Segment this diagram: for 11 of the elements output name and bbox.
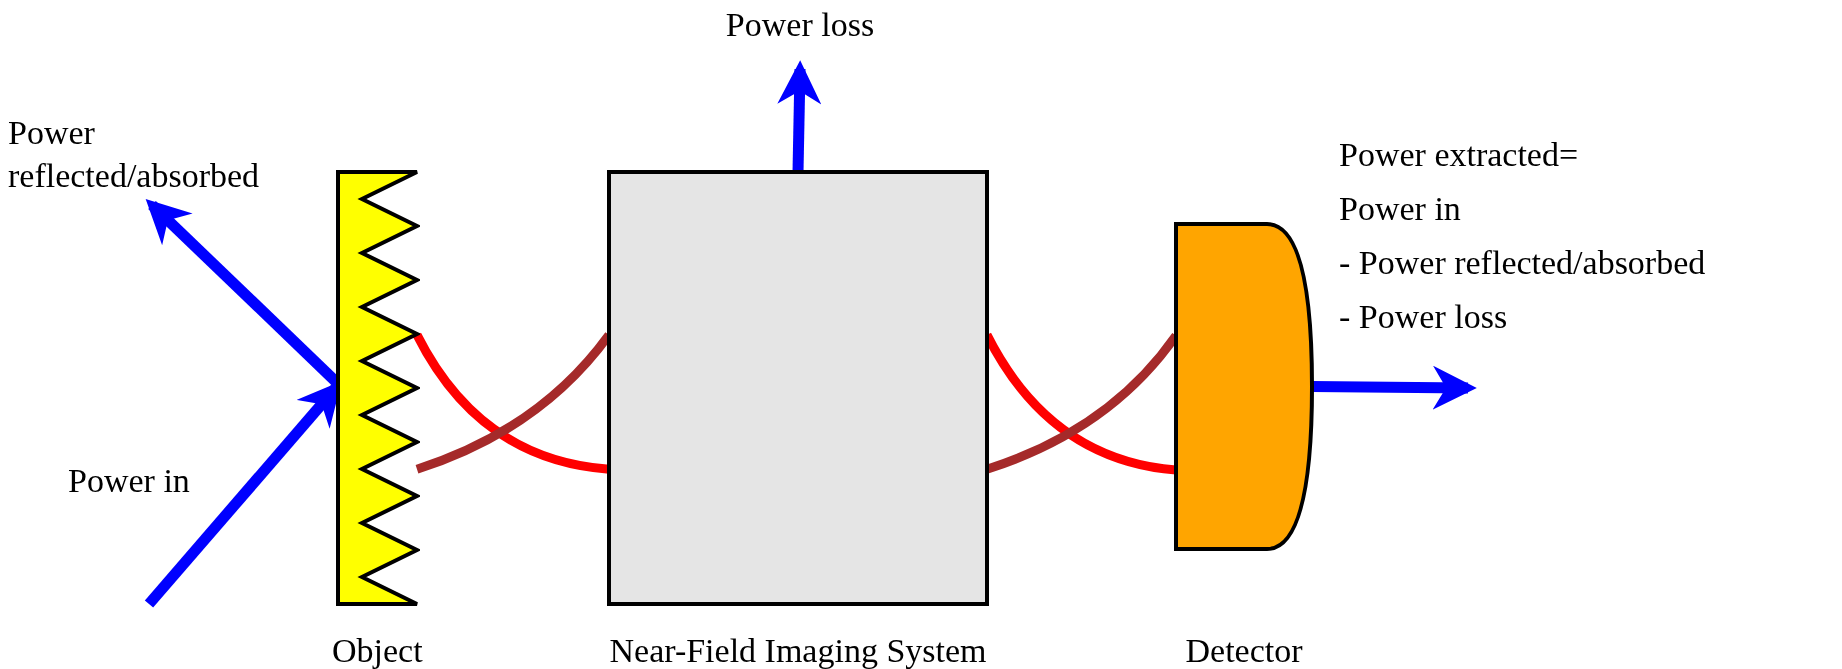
power-in-label: Power in: [68, 462, 190, 500]
formula-line: Power in: [1339, 190, 1461, 228]
object-label: Object: [332, 632, 423, 669]
formula-line: - Power reflected/absorbed: [1339, 244, 1706, 282]
power-loss-label: Power loss: [700, 4, 900, 47]
system-label: Near-Field Imaging System: [609, 632, 987, 669]
formula-line: - Power loss: [1339, 298, 1508, 336]
arrow: [777, 60, 822, 173]
formula-line: Power extracted=: [1339, 136, 1579, 174]
power-reflected-label: Power reflected/absorbed: [8, 112, 328, 197]
detector-label: Detector: [1185, 632, 1303, 669]
